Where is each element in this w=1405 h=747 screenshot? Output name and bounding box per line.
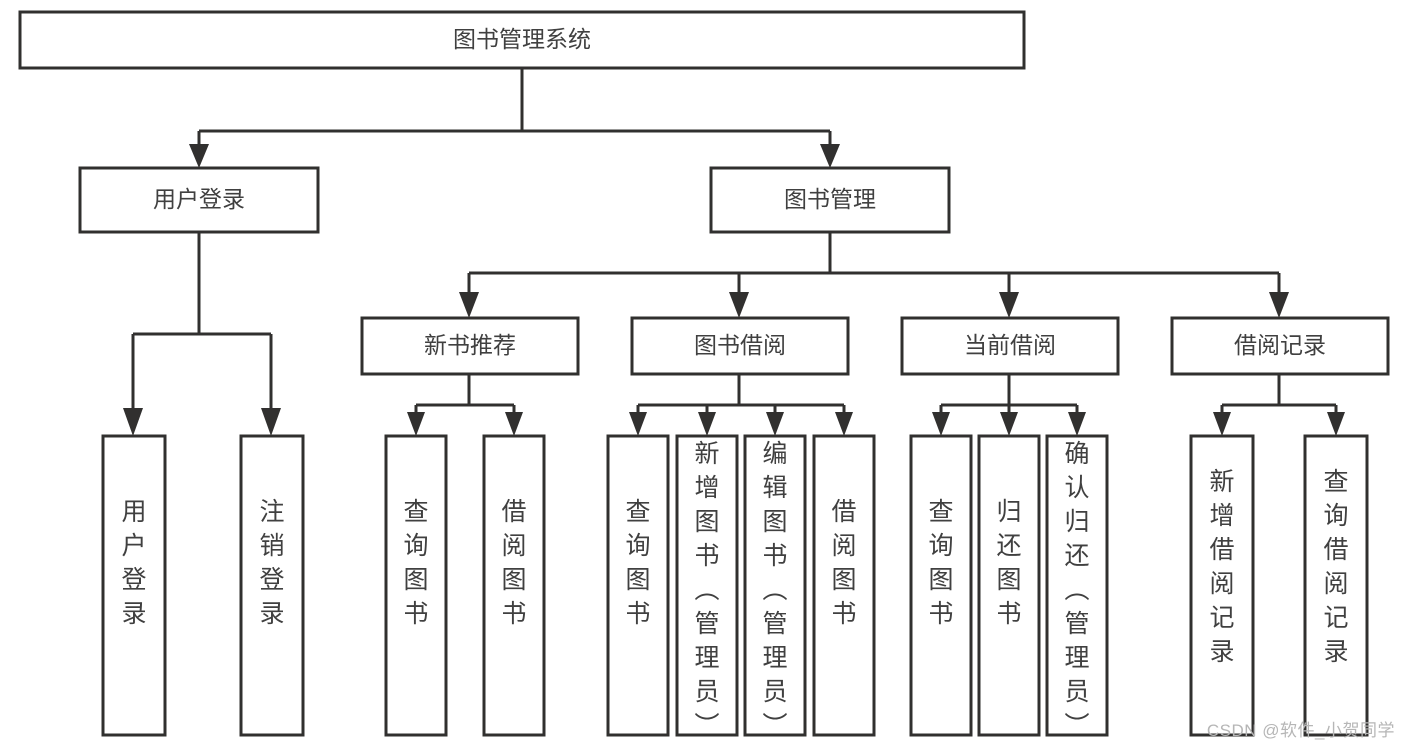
- leaf-add-record[interactable]: 新增借阅记录: [1189, 434, 1255, 737]
- node-current-borrow-box[interactable]: [900, 316, 1120, 376]
- node-user-login-box[interactable]: [78, 166, 320, 234]
- leaf-borrow-book-2-label: 借阅图书: [831, 498, 856, 628]
- node-root-box[interactable]: [18, 10, 1026, 70]
- leaf-user-logout[interactable]: 注销登录: [239, 434, 305, 737]
- leaf-query-book-2[interactable]: 查询图书: [606, 434, 670, 737]
- leaf-return-book[interactable]: 归还图书: [977, 434, 1041, 737]
- leaf-user-logout-box[interactable]: [239, 434, 305, 737]
- arrow-head-leaf-query-book-2: [629, 412, 647, 436]
- node-book-borrow[interactable]: 图书借阅: [630, 316, 850, 376]
- arrow-head-new-book-recommend: [459, 292, 479, 318]
- leaf-return-book-box[interactable]: [977, 434, 1041, 737]
- leaf-query-book-1-label: 查询图书: [403, 498, 428, 628]
- leaf-user-login[interactable]: 用户登录: [101, 434, 167, 737]
- arrow-head-leaf-add-book: [698, 412, 716, 436]
- node-user-login-label: 用户登录: [153, 186, 245, 212]
- arrow-head-leaf-add-record: [1213, 412, 1231, 436]
- arrow-head-current-borrow: [999, 292, 1019, 318]
- node-current-borrow[interactable]: 当前借阅: [900, 316, 1120, 376]
- leaf-borrow-book-2[interactable]: 借阅图书: [812, 434, 876, 737]
- node-book-management[interactable]: 图书管理: [709, 166, 951, 234]
- leaf-borrow-book-2-box[interactable]: [812, 434, 876, 737]
- arrow-head-book-management: [820, 144, 840, 168]
- leaf-add-book-label: 新增图书︵管理员︶: [694, 440, 719, 740]
- arrow-head-leaf-user-logout: [261, 408, 281, 436]
- leaf-query-record-label: 查询借阅记录: [1323, 468, 1348, 666]
- arrow-head-leaf-return-book: [1000, 412, 1018, 436]
- leaf-add-book[interactable]: 新增图书︵管理员︶: [675, 434, 739, 740]
- node-new-book-recommend-label: 新书推荐: [424, 332, 516, 358]
- leaf-add-book-box[interactable]: [675, 434, 739, 737]
- node-root[interactable]: 图书管理系统: [18, 10, 1026, 70]
- arrow-head-leaf-query-book-1: [407, 412, 425, 436]
- leaf-query-book-1-box[interactable]: [384, 434, 448, 737]
- node-book-borrow-box[interactable]: [630, 316, 850, 376]
- leaf-add-record-box[interactable]: [1189, 434, 1255, 737]
- node-borrow-record-box[interactable]: [1170, 316, 1390, 376]
- leaf-query-book-1[interactable]: 查询图书: [384, 434, 448, 737]
- leaf-borrow-book-1-label: 借阅图书: [501, 498, 526, 628]
- leaf-query-book-3[interactable]: 查询图书: [909, 434, 973, 737]
- node-book-borrow-label: 图书借阅: [694, 332, 786, 358]
- arrow-head-leaf-borrow-book-1: [505, 412, 523, 436]
- leaf-edit-book[interactable]: 编辑图书︵管理员︶: [743, 434, 807, 740]
- node-new-book-recommend[interactable]: 新书推荐: [360, 316, 580, 376]
- leaf-confirm-return-box[interactable]: [1045, 434, 1109, 737]
- arrow-head-borrow-record: [1269, 292, 1289, 318]
- leaf-edit-book-label: 编辑图书︵管理员︶: [762, 440, 787, 740]
- leaf-add-record-label: 新增借阅记录: [1209, 468, 1234, 666]
- arrow-head-leaf-query-book-3: [932, 412, 950, 436]
- leaf-edit-book-box[interactable]: [743, 434, 807, 737]
- arrow-head-leaf-edit-book: [766, 412, 784, 436]
- leaf-borrow-book-1[interactable]: 借阅图书: [482, 434, 546, 737]
- leaf-return-book-label: 归还图书: [996, 498, 1021, 628]
- arrow-head-leaf-borrow-book-2: [835, 412, 853, 436]
- leaf-user-login-box[interactable]: [101, 434, 167, 737]
- node-borrow-record[interactable]: 借阅记录: [1170, 316, 1390, 376]
- leaf-query-book-3-box[interactable]: [909, 434, 973, 737]
- connectors-layer: [123, 68, 1345, 436]
- node-book-management-label: 图书管理: [784, 186, 876, 212]
- node-new-book-recommend-box[interactable]: [360, 316, 580, 376]
- arrow-head-book-borrow: [729, 292, 749, 318]
- arrow-head-leaf-user-login: [123, 408, 143, 436]
- leaf-user-login-label: 用户登录: [121, 498, 146, 628]
- arrow-head-user-login: [189, 144, 209, 168]
- leaf-query-record-box[interactable]: [1303, 434, 1369, 737]
- leaf-query-book-3-label: 查询图书: [928, 498, 953, 628]
- leaf-confirm-return[interactable]: 确认归还︵管理员︶: [1045, 434, 1109, 740]
- leaf-user-logout-label: 注销登录: [259, 498, 284, 628]
- leaf-query-book-2-box[interactable]: [606, 434, 670, 737]
- arrow-head-leaf-confirm-return: [1068, 412, 1086, 436]
- node-current-borrow-label: 当前借阅: [964, 332, 1056, 358]
- node-user-login[interactable]: 用户登录: [78, 166, 320, 234]
- node-book-management-box[interactable]: [709, 166, 951, 234]
- leaf-query-book-2-label: 查询图书: [625, 498, 650, 628]
- node-root-label: 图书管理系统: [453, 26, 591, 52]
- csdn-watermark: CSDN @软件_小贺同学: [1206, 721, 1395, 740]
- arrow-head-leaf-query-record: [1327, 412, 1345, 436]
- node-borrow-record-label: 借阅记录: [1234, 332, 1326, 358]
- leaf-borrow-book-1-box[interactable]: [482, 434, 546, 737]
- leaf-confirm-return-label: 确认归还︵管理员︶: [1064, 440, 1089, 740]
- leaf-query-record[interactable]: 查询借阅记录: [1303, 434, 1369, 737]
